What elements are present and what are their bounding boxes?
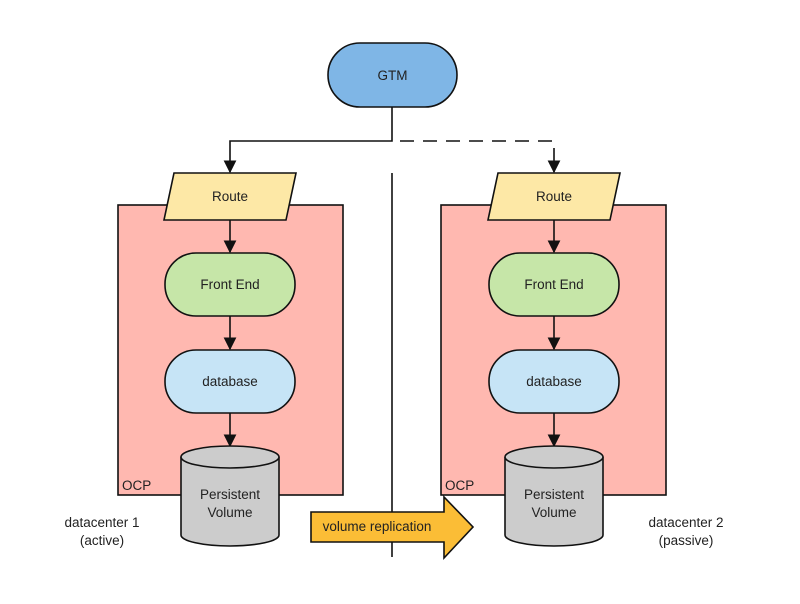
database-label: database: [526, 374, 582, 389]
datacenter-name: datacenter 1: [64, 515, 139, 530]
persistent-volume-node: Persistent Volume: [504, 445, 604, 547]
gtm-node: GTM: [327, 42, 458, 108]
volume-label-line2: Volume: [531, 505, 576, 520]
database-label: database: [202, 374, 258, 389]
persistent-volume-node: Persistent Volume: [180, 445, 280, 547]
gtm-to-dc1-connector: [223, 107, 393, 174]
frontend-label: Front End: [200, 277, 259, 292]
frontend-label: Front End: [524, 277, 583, 292]
volume-label-line1: Persistent: [524, 487, 584, 502]
volume-label-line1: Persistent: [200, 487, 260, 502]
volume-label-line2: Volume: [207, 505, 252, 520]
ocp-label: OCP: [445, 478, 474, 493]
datacenter-1: OCP Route Front End database Persistent …: [64, 172, 344, 548]
ocp-label: OCP: [122, 478, 151, 493]
gtm-label: GTM: [378, 68, 408, 83]
route-label: Route: [212, 189, 248, 204]
datacenter-state: (active): [80, 533, 124, 548]
datacenter-name: datacenter 2: [648, 515, 723, 530]
datacenter-state: (passive): [659, 533, 714, 548]
volume-replication-arrow: volume replication: [310, 495, 475, 561]
route-node: [487, 172, 621, 221]
volume-replication-label: volume replication: [323, 519, 432, 534]
datacenter-2: OCP Route Front End database Persistent …: [440, 172, 724, 548]
route-label: Route: [536, 189, 572, 204]
route-node: [163, 172, 297, 221]
